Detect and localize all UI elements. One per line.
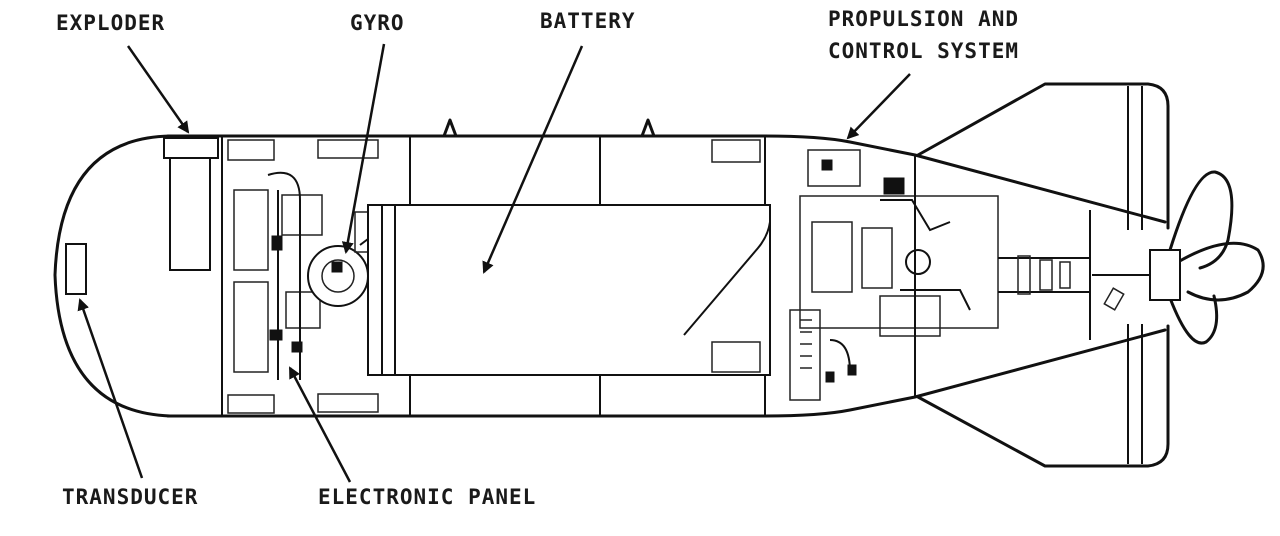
label-gyro: GYRO — [350, 11, 405, 35]
electronics-section — [227, 139, 379, 414]
label-transducer: TRANSDUCER — [62, 485, 198, 509]
battery-element — [367, 139, 771, 376]
electronic-panel-leader — [288, 366, 352, 483]
leader-lines — [77, 43, 911, 483]
propulsion-control-element — [789, 149, 1125, 401]
label-exploder: EXPLODER — [56, 11, 165, 35]
label-propulsion-line1: PROPULSION AND — [828, 7, 1019, 31]
transducer-element — [65, 243, 87, 295]
transducer-leader — [77, 298, 144, 479]
label-electronic-panel: ELECTRONIC PANEL — [318, 485, 536, 509]
tail-fins — [916, 82, 1170, 468]
diagram-labels: EXPLODER GYRO BATTERY PROPULSION AND CON… — [56, 7, 1019, 509]
propulsion-leader — [846, 73, 911, 140]
gyro-element — [307, 211, 381, 307]
gyro-leader — [341, 43, 386, 254]
exploder-leader — [126, 45, 190, 134]
battery-leader — [482, 45, 584, 274]
propeller — [1092, 170, 1265, 345]
exploder-element — [163, 137, 219, 271]
label-battery: BATTERY — [540, 9, 636, 33]
label-propulsion-line2: CONTROL SYSTEM — [828, 39, 1019, 63]
